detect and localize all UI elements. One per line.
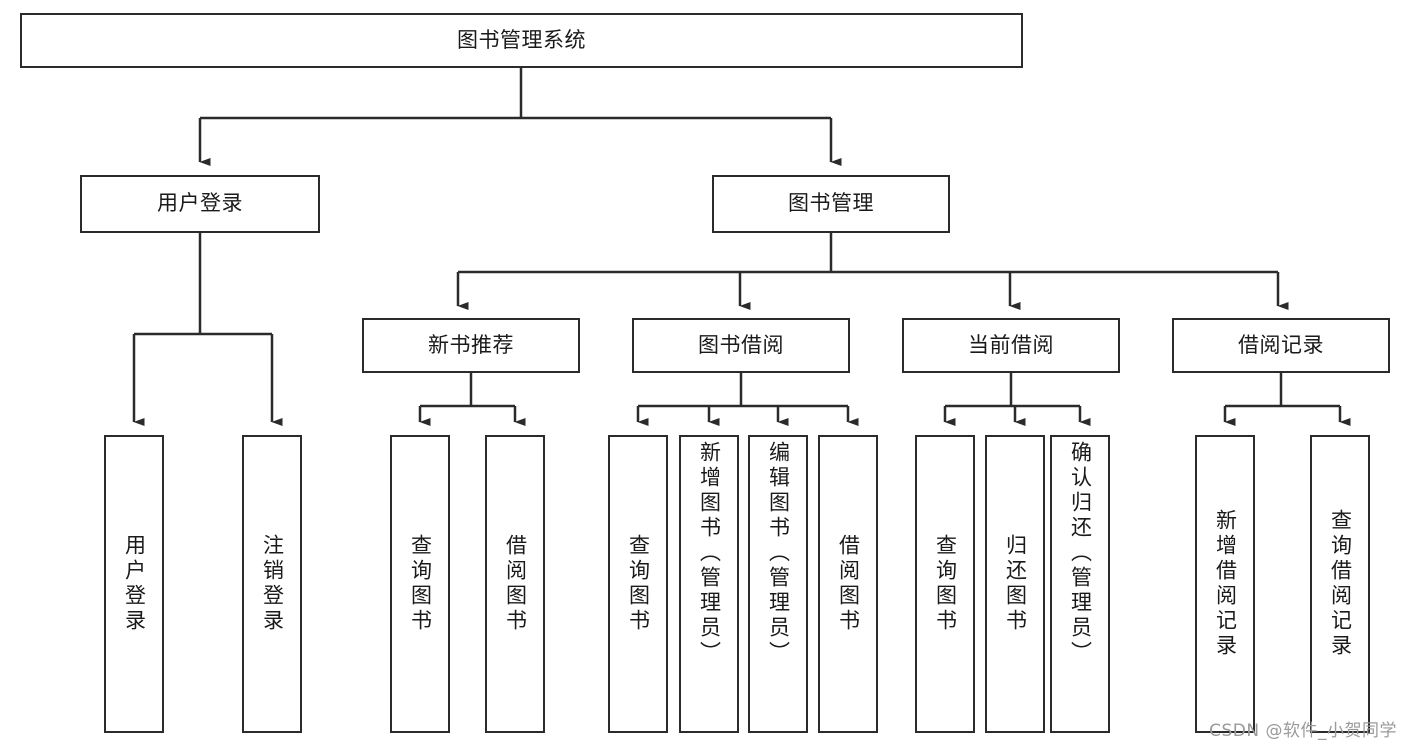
node-leaf-query-book-current[interactable]: 查询图书	[915, 435, 975, 733]
node-new-book-recommend-label: 新书推荐	[428, 332, 514, 357]
node-leaf-add-record-label: 新增借阅记录	[1213, 509, 1238, 659]
node-leaf-edit-book[interactable]: 编辑图书（管理员）	[748, 435, 808, 733]
node-root[interactable]: 图书管理系统	[20, 13, 1023, 68]
node-leaf-user-login[interactable]: 用户登录	[104, 435, 164, 733]
node-borrow-record[interactable]: 借阅记录	[1172, 318, 1390, 373]
node-user-login[interactable]: 用户登录	[80, 175, 320, 233]
node-current-borrow[interactable]: 当前借阅	[902, 318, 1120, 373]
node-new-book-recommend[interactable]: 新书推荐	[362, 318, 580, 373]
node-leaf-borrow-book[interactable]: 借阅图书	[818, 435, 878, 733]
node-leaf-return-book[interactable]: 归还图书	[985, 435, 1045, 733]
node-leaf-user-login-label: 用户登录	[122, 534, 147, 634]
node-leaf-query-record[interactable]: 查询借阅记录	[1310, 435, 1370, 733]
node-leaf-add-record[interactable]: 新增借阅记录	[1195, 435, 1255, 733]
node-leaf-query-book-rec[interactable]: 查询图书	[390, 435, 450, 733]
node-leaf-add-book[interactable]: 新增图书（管理员）	[679, 435, 739, 733]
node-leaf-confirm-return[interactable]: 确认归还（管理员）	[1050, 435, 1110, 733]
node-leaf-query-book-rec-label: 查询图书	[408, 534, 433, 634]
node-leaf-return-book-label: 归还图书	[1003, 534, 1028, 634]
node-borrow-record-label: 借阅记录	[1238, 332, 1324, 357]
node-leaf-borrow-book-rec[interactable]: 借阅图书	[485, 435, 545, 733]
node-leaf-edit-book-label: 编辑图书（管理员）	[766, 441, 791, 666]
node-leaf-add-book-label: 新增图书（管理员）	[697, 441, 722, 666]
node-leaf-borrow-book-rec-label: 借阅图书	[503, 534, 528, 634]
node-book-borrow[interactable]: 图书借阅	[632, 318, 850, 373]
node-leaf-query-book-borrow-label: 查询图书	[626, 534, 651, 634]
node-book-management[interactable]: 图书管理	[712, 175, 950, 233]
node-leaf-borrow-book-label: 借阅图书	[836, 534, 861, 634]
node-book-management-label: 图书管理	[788, 191, 874, 216]
node-root-label: 图书管理系统	[457, 27, 586, 52]
node-book-borrow-label: 图书借阅	[698, 332, 784, 357]
node-leaf-query-book-borrow[interactable]: 查询图书	[608, 435, 668, 733]
node-leaf-confirm-return-label: 确认归还（管理员）	[1068, 441, 1093, 666]
node-leaf-query-record-label: 查询借阅记录	[1328, 509, 1353, 659]
node-leaf-logout[interactable]: 注销登录	[242, 435, 302, 733]
node-leaf-query-book-current-label: 查询图书	[933, 534, 958, 634]
node-user-login-label: 用户登录	[157, 191, 243, 216]
node-leaf-logout-label: 注销登录	[260, 534, 285, 634]
node-current-borrow-label: 当前借阅	[968, 332, 1054, 357]
